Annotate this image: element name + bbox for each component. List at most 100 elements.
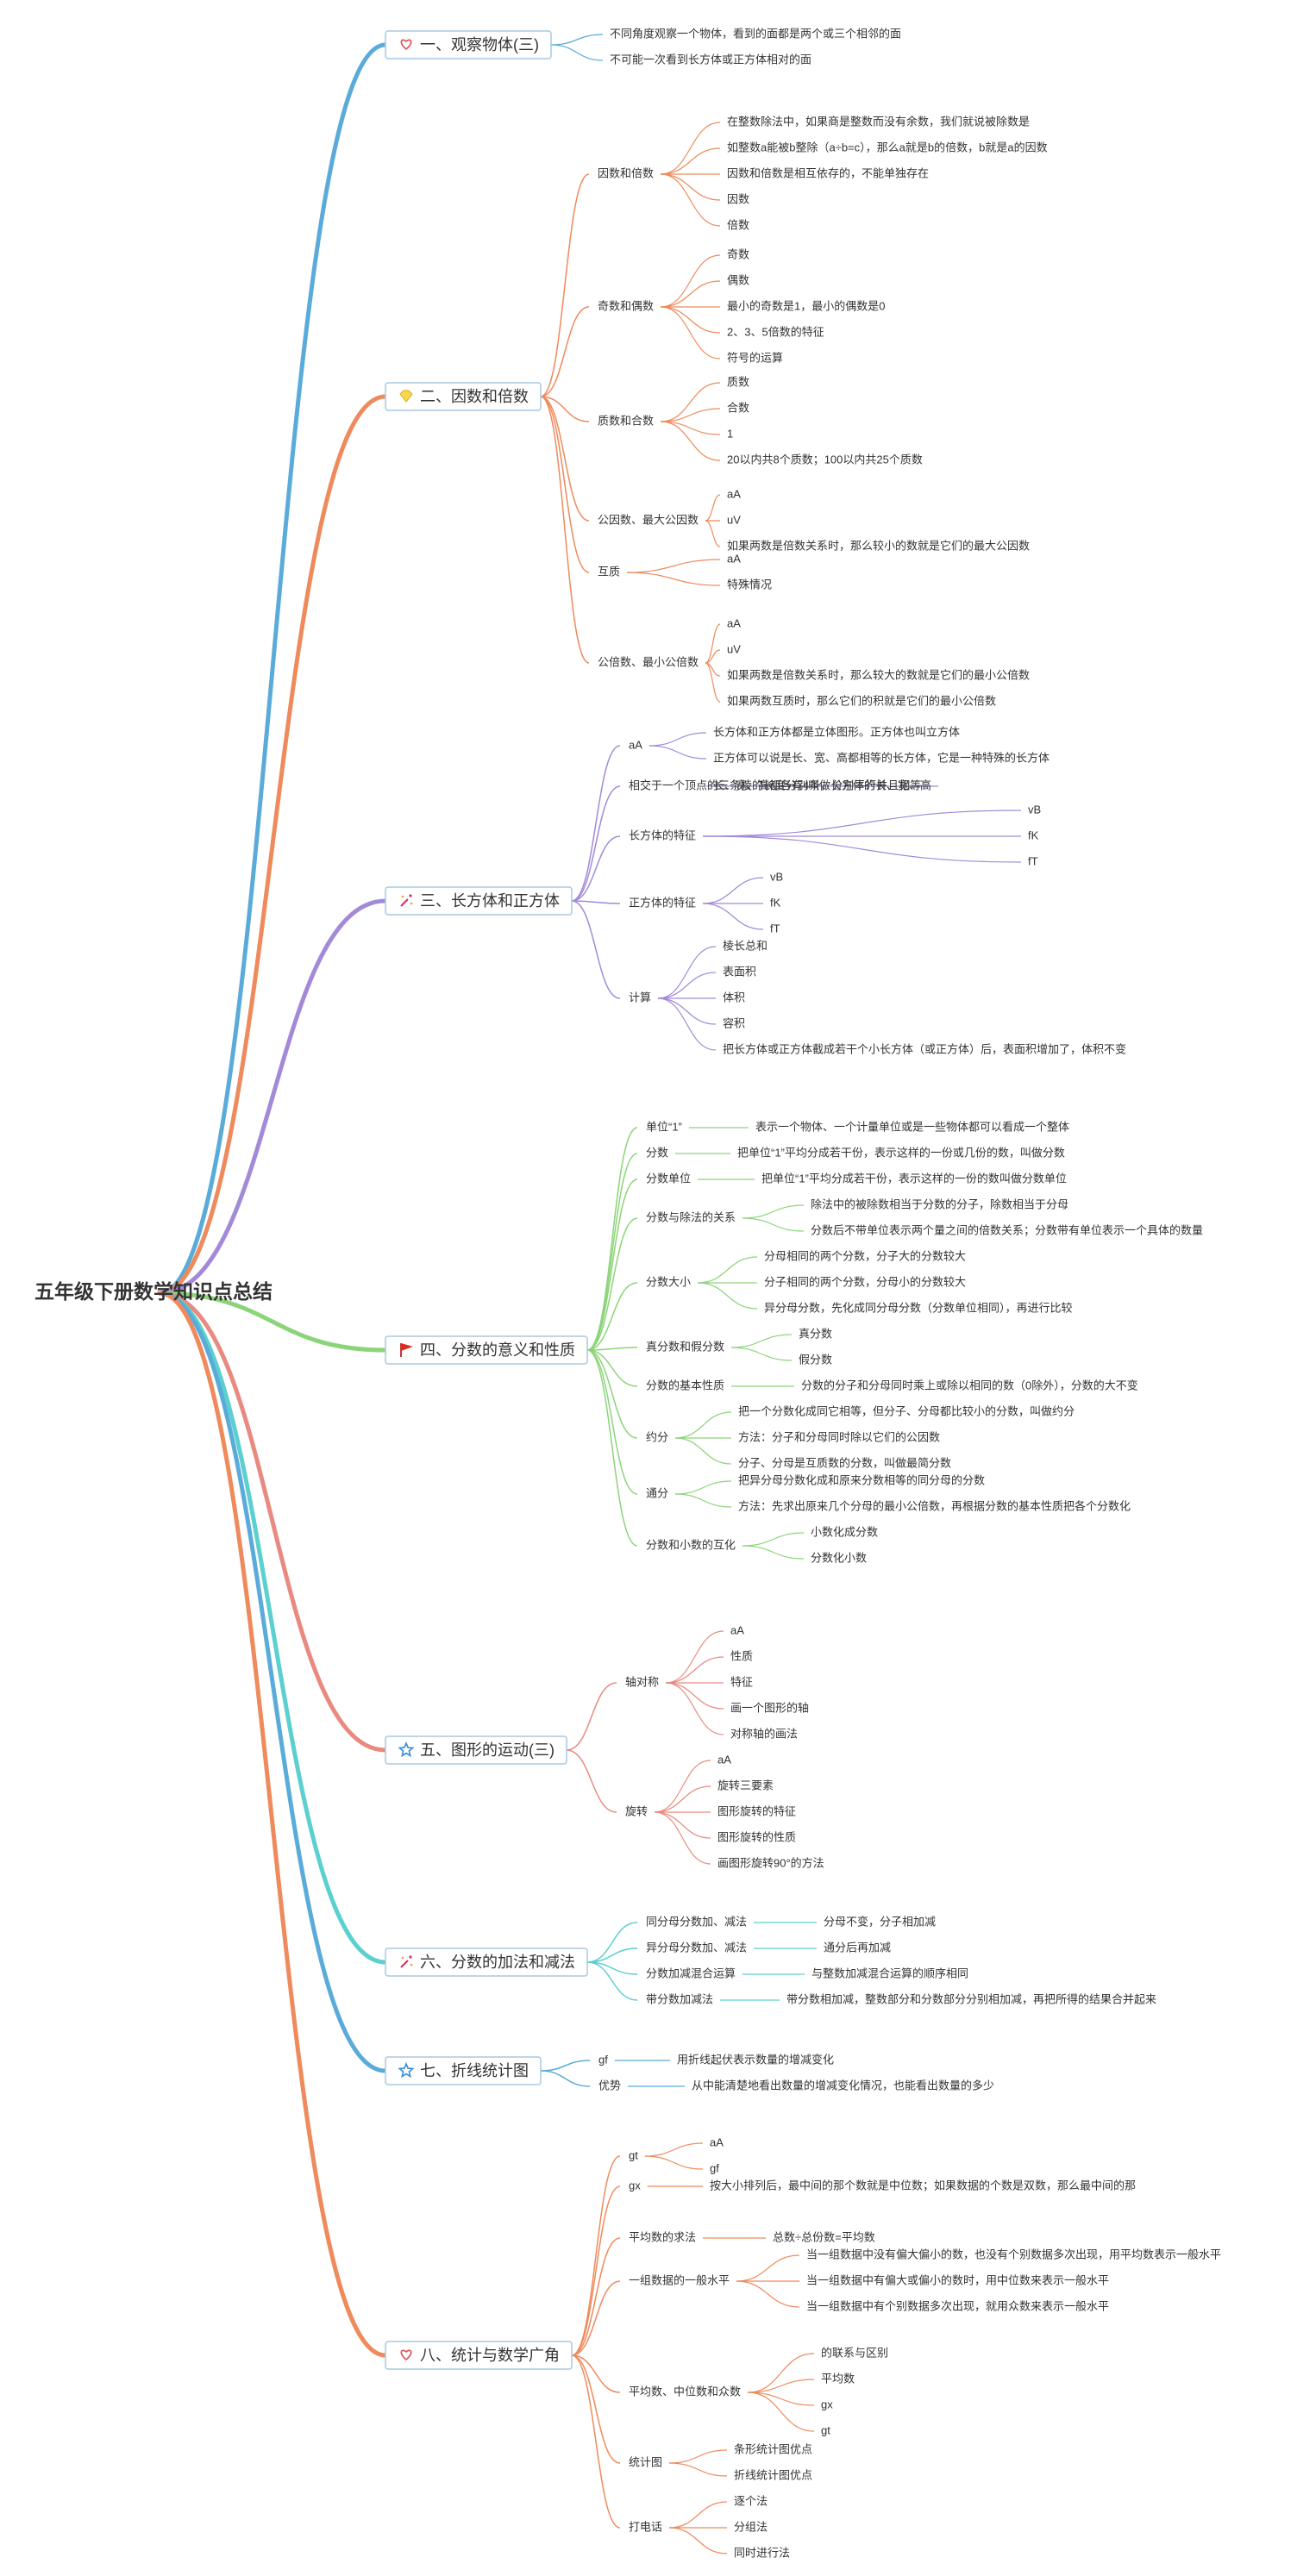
leaf-topic[interactable]: 1 bbox=[727, 427, 733, 440]
leaf-topic[interactable]: 表示一个物体、一个计量单位或是一些物体都可以看成一个整体 bbox=[755, 1120, 1069, 1133]
leaf-topic[interactable]: fT bbox=[1028, 854, 1038, 867]
leaf-topic[interactable]: 如整数a能被b整除（a÷b=c），那么a就是b的倍数，b就是a的因数 bbox=[727, 141, 1048, 153]
leaf-topic[interactable]: gf bbox=[710, 2161, 719, 2174]
subtopic[interactable]: 真分数和假分数 bbox=[646, 1340, 724, 1353]
leaf-topic[interactable]: 长方体和正方体都是立体图形。正方体也叫立方体 bbox=[713, 725, 960, 738]
leaf-topic[interactable]: aA bbox=[717, 1753, 731, 1766]
leaf-topic[interactable]: 因数和倍数是相互依存的，不能单独存在 bbox=[727, 166, 929, 179]
branch-label[interactable]: 七、折线统计图 bbox=[420, 2062, 529, 2079]
leaf-topic[interactable]: 方法：先求出原来几个分母的最小公倍数，再根据分数的基本性质把各个分数化 bbox=[738, 1499, 1131, 1512]
branch-topic[interactable] bbox=[385, 886, 573, 916]
leaf-topic[interactable]: 总数÷总份数=平均数 bbox=[773, 2230, 875, 2243]
leaf-topic[interactable]: 最小的奇数是1，最小的偶数是0 bbox=[727, 299, 885, 312]
leaf-topic[interactable]: 当一组数据中有偏大或偏小的数时，用中位数来表示一般水平 bbox=[806, 2273, 1109, 2286]
leaf-topic[interactable]: 长、宽、高都各有4条，分别平行并且相等 bbox=[713, 778, 921, 791]
leaf-topic[interactable]: fK bbox=[770, 896, 781, 909]
branch-label[interactable]: 五、图形的运动(三) bbox=[420, 1741, 555, 1759]
leaf-topic[interactable]: 画一个图形的轴 bbox=[730, 1701, 809, 1714]
leaf-topic[interactable]: 分数后不带单位表示两个量之间的倍数关系；分数带有单位表示一个具体的数量 bbox=[811, 1223, 1203, 1237]
subtopic[interactable]: 一组数据的一般水平 bbox=[629, 2273, 730, 2286]
leaf-topic[interactable]: 方法：分子和分母同时除以它们的公因数 bbox=[738, 1430, 940, 1443]
branch-topic[interactable] bbox=[385, 2341, 573, 2370]
leaf-topic[interactable]: uV bbox=[727, 642, 741, 655]
leaf-topic[interactable]: 分母相同的两个分数，分子大的分数较大 bbox=[764, 1249, 966, 1262]
leaf-topic[interactable]: 旋转三要素 bbox=[717, 1779, 774, 1791]
subtopic[interactable]: 旋转 bbox=[625, 1804, 648, 1817]
leaf-topic[interactable]: 当一组数据中没有偏大偏小的数，也没有个别数据多次出现，用平均数表示一般水平 bbox=[806, 2248, 1221, 2260]
leaf-topic[interactable]: aA bbox=[710, 2135, 724, 2148]
leaf-topic[interactable]: aA bbox=[727, 487, 741, 500]
subtopic[interactable]: 分数加减混合运算 bbox=[646, 1966, 736, 1979]
leaf-topic[interactable]: 容积 bbox=[723, 1016, 745, 1029]
branch-topic[interactable] bbox=[385, 1735, 567, 1765]
leaf-topic[interactable]: aA bbox=[730, 1623, 744, 1636]
leaf-topic[interactable]: 用折线起伏表示数量的增减变化 bbox=[677, 2053, 834, 2066]
leaf-topic[interactable]: 20以内共8个质数；100以内共25个质数 bbox=[727, 453, 923, 466]
leaf-topic[interactable]: 把单位“1”平均分成若干份，表示这样的一份的数叫做分数单位 bbox=[761, 1172, 1067, 1185]
leaf-topic[interactable]: 棱长总和 bbox=[723, 939, 768, 952]
branch-label[interactable]: 八、统计与数学广角 bbox=[420, 2347, 560, 2364]
leaf-topic[interactable]: gt bbox=[821, 2423, 830, 2436]
subtopic[interactable]: gf bbox=[598, 2053, 608, 2066]
leaf-topic[interactable]: vB bbox=[1028, 803, 1041, 816]
leaf-topic[interactable]: 特殊情况 bbox=[727, 578, 772, 591]
subtopic[interactable]: 优势 bbox=[598, 2079, 621, 2091]
subtopic[interactable]: 约分 bbox=[646, 1430, 668, 1443]
leaf-topic[interactable]: 小数化成分数 bbox=[811, 1525, 878, 1538]
subtopic[interactable]: 带分数加减法 bbox=[646, 1992, 713, 2005]
subtopic[interactable]: 质数和合数 bbox=[598, 414, 654, 427]
leaf-topic[interactable]: 从中能清楚地看出数量的增减变化情况，也能看出数量的多少 bbox=[692, 2079, 994, 2091]
branch-topic[interactable] bbox=[385, 30, 552, 59]
leaf-topic[interactable]: 同时进行法 bbox=[734, 2546, 790, 2559]
leaf-topic[interactable]: vB bbox=[770, 870, 783, 883]
leaf-topic[interactable]: fK bbox=[1028, 828, 1039, 841]
leaf-topic[interactable]: 表面积 bbox=[723, 965, 756, 978]
leaf-topic[interactable]: 分数化小数 bbox=[811, 1551, 867, 1564]
leaf-topic[interactable]: 平均数 bbox=[821, 2372, 855, 2385]
subtopic[interactable]: 通分 bbox=[646, 1486, 668, 1499]
leaf-topic[interactable]: 特征 bbox=[730, 1675, 753, 1688]
branch-topic[interactable] bbox=[385, 2056, 542, 2085]
leaf-topic[interactable]: 逐个法 bbox=[734, 2494, 768, 2507]
subtopic[interactable]: aA bbox=[629, 738, 642, 751]
subtopic[interactable]: 公因数、最大公因数 bbox=[598, 513, 699, 526]
leaf-topic[interactable]: 把一个分数化成同它相等，但分子、分母都比较小的分数，叫做约分 bbox=[738, 1404, 1075, 1417]
subtopic[interactable]: 分数和小数的互化 bbox=[646, 1538, 736, 1551]
subtopic[interactable]: 轴对称 bbox=[625, 1675, 659, 1688]
subtopic[interactable]: 分数的基本性质 bbox=[646, 1379, 724, 1391]
leaf-topic[interactable]: 质数 bbox=[727, 375, 749, 388]
branch-topic[interactable] bbox=[385, 1948, 588, 1977]
leaf-topic[interactable]: 异分母分数，先化成同分母分数（分数单位相同），再进行比较 bbox=[764, 1301, 1073, 1314]
leaf-topic[interactable]: 通分后再加减 bbox=[824, 1941, 891, 1954]
leaf-topic[interactable]: aA bbox=[727, 616, 741, 629]
branch-label[interactable]: 六、分数的加法和减法 bbox=[420, 1954, 575, 1971]
branch-label[interactable]: 四、分数的意义和性质 bbox=[420, 1341, 575, 1359]
subtopic[interactable]: gt bbox=[629, 2148, 638, 2161]
subtopic[interactable]: 奇数和偶数 bbox=[598, 299, 654, 312]
leaf-topic[interactable]: 性质 bbox=[730, 1649, 753, 1662]
leaf-topic[interactable]: 倍数 bbox=[727, 218, 749, 231]
leaf-topic[interactable]: 按大小排列后，最中间的那个数就是中位数；如果数据的个数是双数，那么最中间的那 bbox=[710, 2179, 1136, 2192]
leaf-topic[interactable]: 符号的运算 bbox=[727, 351, 783, 364]
leaf-topic[interactable]: 合数 bbox=[727, 401, 749, 414]
subtopic[interactable]: 分数 bbox=[646, 1146, 668, 1159]
leaf-topic[interactable]: 带分数相加减，整数部分和分数部分分别相加减，再把所得的结果合并起来 bbox=[786, 1992, 1156, 2005]
subtopic[interactable]: 因数和倍数 bbox=[598, 166, 654, 179]
subtopic[interactable]: 互质 bbox=[598, 565, 620, 578]
subtopic[interactable]: 单位“1” bbox=[646, 1120, 682, 1133]
subtopic[interactable]: 分数单位 bbox=[646, 1172, 691, 1185]
leaf-topic[interactable]: 分组法 bbox=[734, 2520, 768, 2533]
root-topic[interactable]: 五年级下册数学知识点总结 bbox=[34, 1280, 273, 1303]
branch-topic[interactable] bbox=[385, 1335, 588, 1365]
leaf-topic[interactable]: 如果两数互质时，那么它们的积就是它们的最小公倍数 bbox=[727, 694, 996, 707]
leaf-topic[interactable]: 折线统计图优点 bbox=[734, 2468, 812, 2481]
leaf-topic[interactable]: 分子、分母是互质数的分数，叫做最简分数 bbox=[738, 1456, 951, 1469]
subtopic[interactable]: 统计图 bbox=[629, 2455, 662, 2468]
subtopic[interactable]: 异分母分数加、减法 bbox=[646, 1941, 747, 1954]
branch-topic[interactable] bbox=[385, 382, 542, 411]
subtopic[interactable]: 相交于一个顶点的三条棱的长度分别叫做长方体的长、宽、高 bbox=[629, 778, 931, 791]
branch-label[interactable]: 一、观察物体(三) bbox=[420, 36, 539, 53]
leaf-topic[interactable]: 与整数加减混合运算的顺序相同 bbox=[811, 1966, 968, 1979]
leaf-topic[interactable]: 不可能一次看到长方体或正方体相对的面 bbox=[610, 53, 811, 66]
branch-label[interactable]: 三、长方体和正方体 bbox=[420, 892, 560, 910]
